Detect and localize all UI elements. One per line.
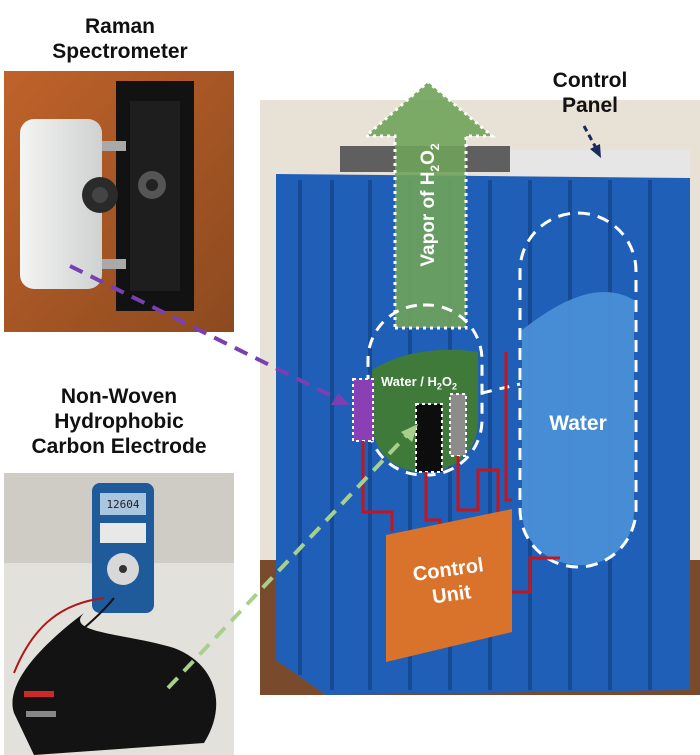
electrode-label-line1: Non-Woven (60, 385, 178, 408)
electrode-label: Non-Woven Hydrophobic Carbon Electrode (4, 384, 234, 459)
purple-electrode (352, 378, 374, 442)
pipe-connector (481, 382, 521, 395)
water-label: Water (549, 412, 607, 435)
grey-electrode (449, 393, 467, 457)
control-panel-label-line1: Control (552, 69, 628, 92)
wire-3 (456, 456, 500, 520)
vapor-label-prefix: Vapor of H (418, 171, 440, 267)
electrode-label-line2: Hydrophobic (54, 410, 184, 433)
carbon-electrode-photo: 12604 (4, 473, 234, 755)
raman-arrow (69, 264, 337, 400)
vapor-label-sub1: 2 (427, 164, 442, 172)
wire-5 (512, 556, 560, 594)
water-liquid (522, 291, 634, 565)
water-h2o2-sub1: 2 (436, 381, 442, 392)
water-h2o2-label: Water / H2O2 (381, 374, 457, 392)
electrode-label-line3: Carbon Electrode (31, 435, 207, 458)
water-h2o2-sub2: 2 (452, 381, 458, 392)
vapor-label-sub2: 2 (427, 143, 442, 151)
control-panel-label-line2: Panel (561, 94, 619, 117)
water-outline (518, 211, 638, 569)
wire-1 (361, 441, 394, 532)
control-panel-arrow (582, 125, 598, 149)
raman-label: Raman Spectrometer (20, 14, 220, 64)
raman-arrowhead (331, 393, 350, 405)
control-unit-box (386, 509, 512, 662)
multimeter-display: 12604 (106, 498, 140, 511)
vapor-label-mid: O (418, 150, 440, 165)
water-h2o2-prefix: Water / H (381, 374, 437, 389)
black-electrode (415, 403, 443, 473)
raman-label-line2: Spectrometer (52, 40, 188, 63)
wire-4 (504, 352, 512, 502)
vapor-label: Vapor of H2O2 (418, 143, 442, 266)
electrode-arrowhead (401, 424, 418, 442)
control-panel-arrowhead (590, 144, 601, 158)
raman-spectrometer-photo (4, 71, 234, 332)
wire-2 (424, 472, 442, 532)
raman-label-line1: Raman (84, 15, 156, 38)
electrode-arrow (166, 434, 408, 690)
vapor-arrow (361, 80, 497, 330)
control-panel-label: Control Panel (520, 68, 660, 118)
water-h2o2-mid: O (441, 374, 452, 389)
